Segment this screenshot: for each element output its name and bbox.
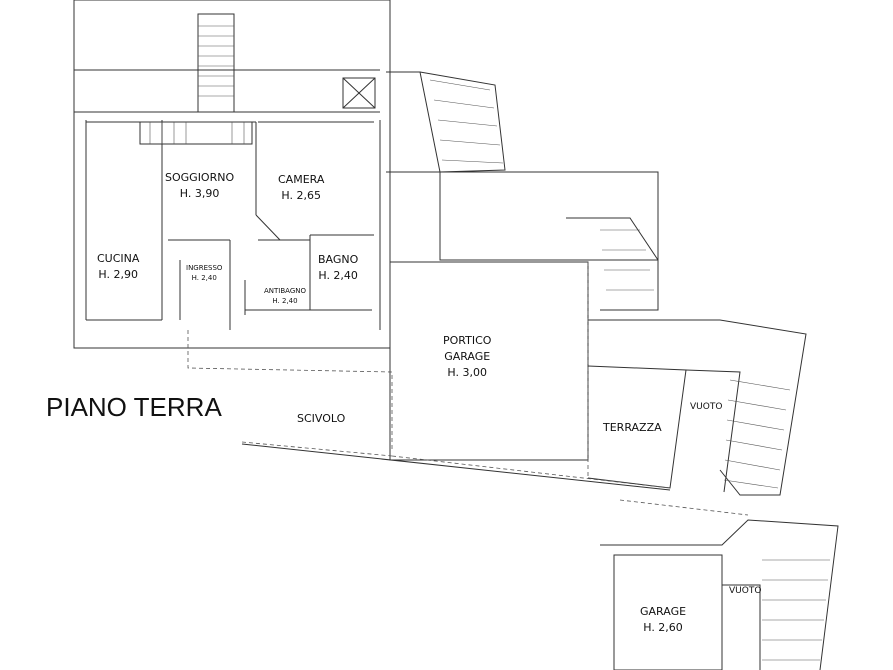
cucina-name: CUCINA bbox=[97, 252, 140, 265]
bagno-height: H. 2,40 bbox=[318, 269, 358, 282]
soggiorno-label: SOGGIORNO H. 3,90 bbox=[165, 170, 234, 202]
antibagno-name: ANTIBAGNO bbox=[264, 287, 307, 295]
ingresso-height: H. 2,40 bbox=[191, 274, 217, 282]
cucina-height: H. 2,90 bbox=[98, 268, 138, 281]
soggiorno-name: SOGGIORNO bbox=[165, 171, 235, 184]
ingresso-name: INGRESSO bbox=[186, 264, 223, 272]
vuoto-label-2: VUOTO bbox=[729, 586, 762, 596]
antibagno-height: H. 2,40 bbox=[272, 297, 298, 305]
camera-label: CAMERA H. 2,65 bbox=[278, 172, 324, 204]
main-house-outline bbox=[73, 0, 391, 349]
terrazza-label: TERRAZZA bbox=[603, 421, 662, 434]
garage-label: GARAGE H. 2,60 bbox=[640, 604, 686, 636]
bagno-label: BAGNO H. 2,40 bbox=[318, 252, 358, 284]
portico-name: PORTICO bbox=[443, 334, 492, 347]
portico-height: H. 3,00 bbox=[447, 366, 487, 379]
scivolo-label: SCIVOLO bbox=[297, 412, 346, 425]
garage-height: H. 2,60 bbox=[643, 621, 683, 634]
portico-label: PORTICO GARAGE H. 3,00 bbox=[443, 333, 491, 381]
garage-outline bbox=[613, 554, 723, 670]
cucina-label: CUCINA H. 2,90 bbox=[97, 251, 139, 283]
antibagno-label: ANTIBAGNO H. 2,40 bbox=[264, 286, 306, 306]
soggiorno-height: H. 3,90 bbox=[179, 187, 220, 200]
bagno-name: BAGNO bbox=[318, 253, 359, 266]
camera-height: H. 2,65 bbox=[281, 189, 321, 202]
top-stair bbox=[197, 13, 235, 113]
ingresso-label: INGRESSO H. 2,40 bbox=[186, 263, 222, 283]
garage-name: GARAGE bbox=[640, 605, 687, 618]
plan-title: PIANO TERRA bbox=[46, 392, 222, 422]
camera-name: CAMERA bbox=[278, 173, 325, 186]
portico-name-2: GARAGE bbox=[444, 350, 491, 363]
vuoto-label-1: VUOTO bbox=[690, 402, 723, 412]
